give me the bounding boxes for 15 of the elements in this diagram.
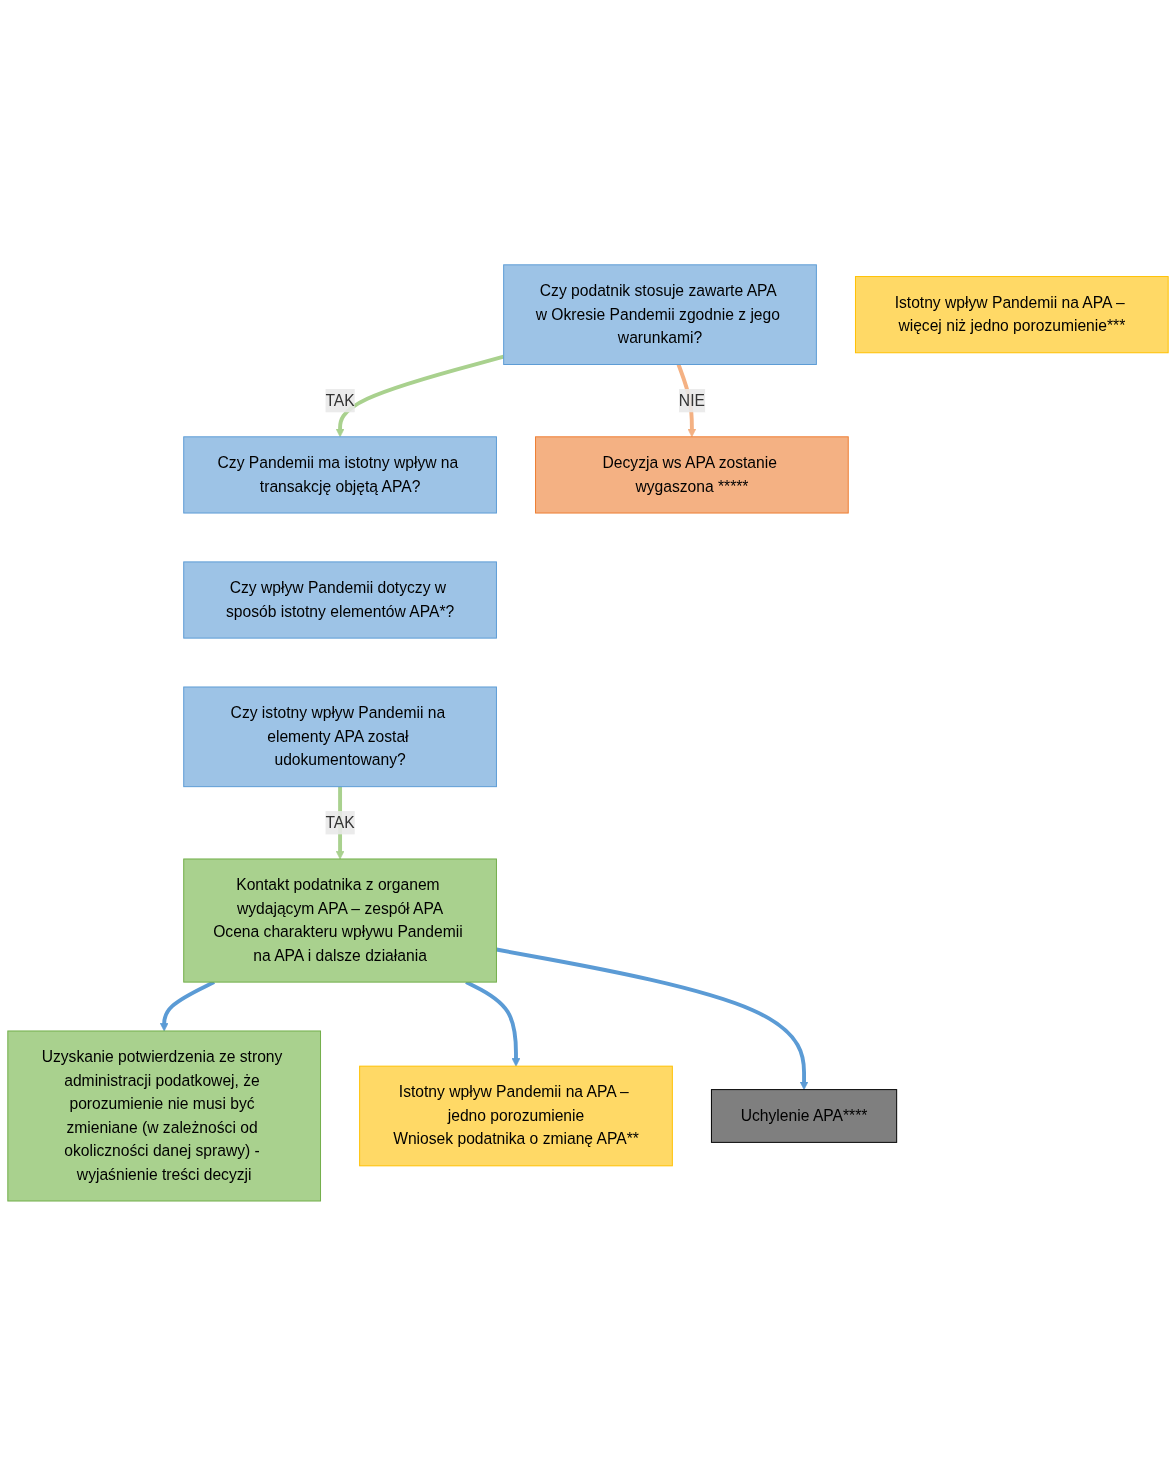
node-box: Uzyskanie potwierdzenia ze strony administracji podatkowej, że porozumienie nie musi być zmieniane (w zależności od okoliczności danej sprawy) - wyjaśnienie treści decyzji xyxy=(7,1030,322,1202)
node-box: Istotny wpływ Pandemii na APA – więcej niż jedno porozumienie*** xyxy=(854,275,1169,353)
node-box: Istotny wpływ Pandemii na APA – jedno porozumienie Wniosek podatnika o zmianę APA** xyxy=(359,1065,673,1166)
arrow xyxy=(496,947,809,1090)
node-box: Czy Pandemii ma istotny wpływ na transakcję objętą APA? xyxy=(183,435,497,514)
node-box: Decyzja ws APA zostanie wygaszona ***** xyxy=(535,435,849,514)
arrow xyxy=(335,354,505,437)
edge-label: TAK xyxy=(325,391,355,409)
node-box: Kontakt podatnika z organem wydającym APA – zespół APA Ocena charakteru wpływu Pandemii na APA i dalsze działania xyxy=(183,858,497,983)
edge-label: TAK xyxy=(325,813,355,831)
node-box: Czy podatnik stosuje zawarte APA w Okresie Pandemii zgodnie z jego warunkami? xyxy=(503,263,817,365)
node-box: Uchylenie APA**** xyxy=(710,1088,898,1143)
edge-label: NIE xyxy=(678,391,705,409)
node-box: Czy istotny wpływ Pandemii na elementy APA został udokumentowany? xyxy=(183,686,497,787)
node-box: Czy wpływ Pandemii dotyczy w sposób istotny elementów APA*? xyxy=(183,561,497,639)
